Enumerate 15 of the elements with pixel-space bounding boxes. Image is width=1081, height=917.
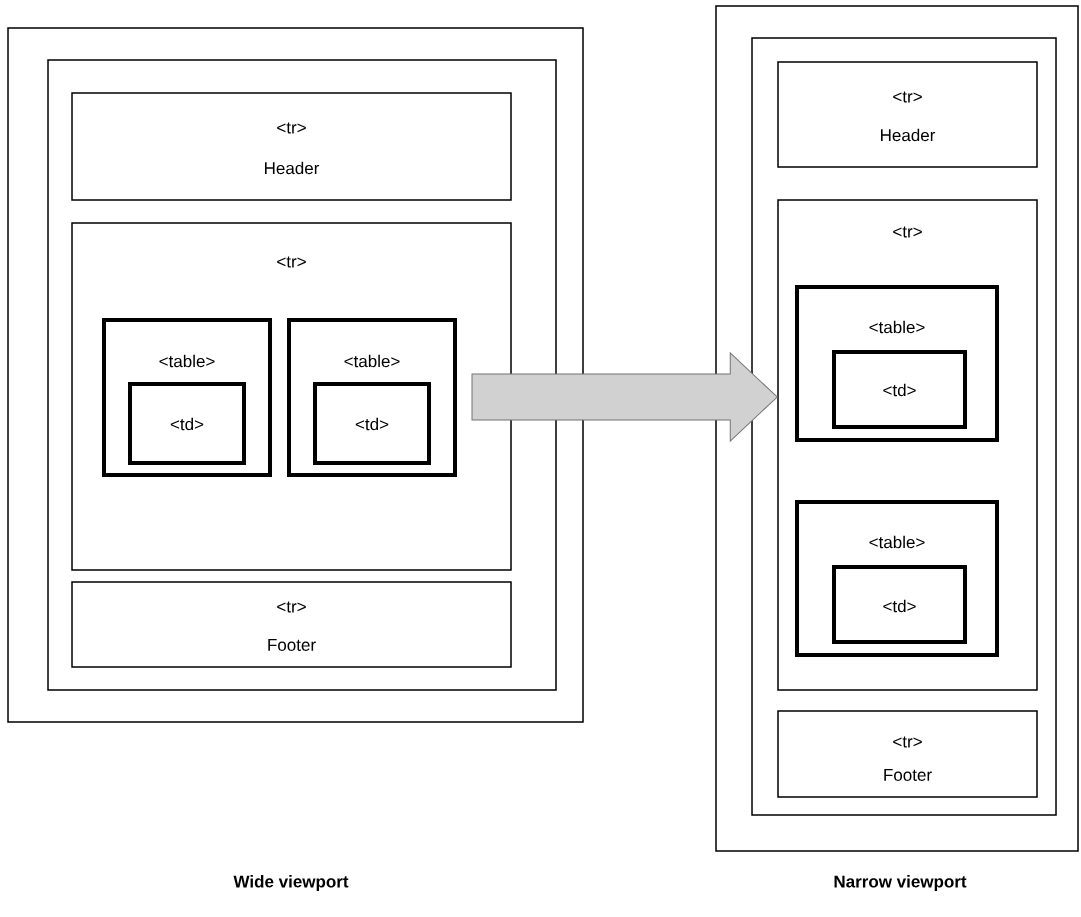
viewport-frame: [7, 27, 584, 723]
cell-box: <td>: [128, 382, 246, 465]
row-box: <tr> Header: [777, 61, 1038, 168]
cell-box: <td>: [313, 382, 431, 465]
viewport-frame: [715, 5, 1079, 852]
block-arrow: [471, 352, 778, 442]
row-box: <tr> Footer: [777, 710, 1038, 798]
cell-box: <td>: [832, 565, 967, 644]
row-box: <tr> Header: [71, 92, 512, 201]
cell-box: <td>: [832, 350, 967, 429]
row-box: <tr> Footer: [71, 581, 512, 668]
page-frame: [47, 59, 557, 691]
page-frame: [751, 37, 1057, 816]
viewport-caption: Narrow viewport: [834, 875, 967, 891]
viewport-caption: Wide viewport: [233, 875, 349, 891]
